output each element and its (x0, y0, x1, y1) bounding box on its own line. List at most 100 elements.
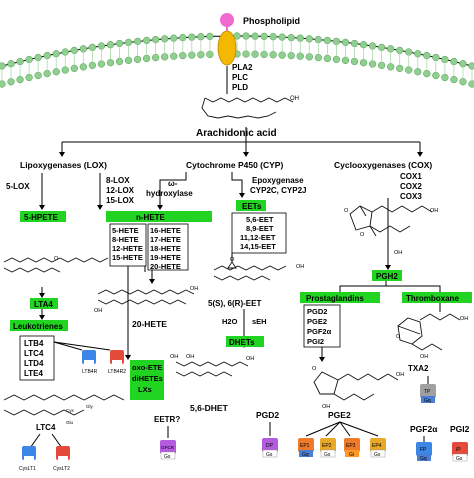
membrane-bead-top (188, 33, 196, 41)
membrane-bead-top (97, 42, 106, 50)
pg-structure: O OH OH (312, 366, 404, 410)
membrane-bead-top (0, 62, 6, 70)
ip-receptor: IP Gs (452, 442, 468, 462)
svg-text:PGI2: PGI2 (307, 337, 324, 346)
lta4-label: LTA4 (34, 300, 53, 309)
membrane-bead-top (278, 33, 286, 41)
svg-text:OH: OH (186, 354, 194, 360)
thromboxane-label: Thromboxane (406, 294, 459, 303)
cell-membrane (0, 32, 474, 88)
svg-text:Gs: Gs (456, 456, 463, 462)
lta4-box (30, 298, 58, 309)
membrane-bead-bottom (468, 80, 474, 88)
svg-text:16-HETE: 16-HETE (150, 226, 181, 235)
svg-text:OH: OH (460, 316, 468, 322)
membrane-bead-bottom (88, 61, 97, 70)
svg-text:DP: DP (266, 443, 274, 449)
cox2-label: COX2 (400, 182, 422, 191)
leukotrienes-box (10, 320, 68, 331)
eetr-label: EETR? (154, 415, 180, 424)
ep2-receptor: EP2 Gs (320, 438, 336, 458)
svg-text:O: O (54, 256, 59, 262)
ep4-receptor: EP4 Gs (370, 438, 386, 458)
membrane-bead-bottom (405, 66, 413, 74)
ep3-receptor: EP3 Gi (344, 438, 360, 458)
svg-text:O: O (396, 334, 401, 340)
membrane-bead-bottom (441, 73, 449, 82)
membrane-bead-top (387, 45, 395, 53)
membrane-bead-top (115, 39, 124, 48)
membrane-bead-top (305, 35, 313, 43)
membrane-bead-top (242, 32, 250, 40)
membrane-bead-top (414, 50, 422, 58)
ltc4-structure: Cys Gly Glu (3, 394, 125, 425)
svg-text:PGF2α: PGF2α (307, 327, 332, 336)
pgf2a-label: PGF2α (410, 424, 438, 434)
arachidonic-acid-structure: OH (201, 96, 299, 119)
ltc4-label: LTC4 (36, 423, 56, 432)
dp-receptor: DP Gs (262, 438, 278, 458)
membrane-bead-top (359, 41, 368, 49)
membrane-bead-top (170, 34, 178, 42)
txa2-structure: O OH OH (396, 313, 468, 360)
membrane-bead-bottom (350, 57, 359, 66)
membrane-bead-top (16, 57, 24, 66)
membrane-bead-bottom (450, 75, 458, 84)
svg-text:O: O (344, 208, 349, 214)
branch-lines (61, 138, 421, 152)
svg-text:EP3: EP3 (346, 443, 356, 449)
membrane-bead-bottom (242, 50, 250, 58)
membrane-bead-top (34, 53, 42, 62)
membrane-bead-top (423, 51, 431, 60)
svg-text:TP: TP (424, 389, 431, 395)
thromboxane-box (402, 292, 472, 303)
membrane-bead-top (142, 36, 151, 45)
svg-text:CysLT1: CysLT1 (19, 466, 36, 472)
svg-text:Gi: Gi (349, 452, 354, 458)
membrane-bead-bottom (124, 56, 133, 65)
membrane-bead-bottom (296, 52, 304, 60)
membrane-bead-top (25, 55, 33, 64)
membrane-bead-top (405, 48, 413, 56)
hete20-structure: OH OH (94, 286, 198, 314)
hpete-box (20, 211, 66, 222)
membrane-bead-top (450, 57, 458, 66)
svg-text:OH: OH (94, 308, 102, 314)
svg-text:EP1: EP1 (300, 443, 310, 449)
svg-text:FP: FP (420, 447, 427, 453)
txa2-label: TXA2 (408, 364, 429, 373)
pgi2-label: PGI2 (450, 424, 470, 434)
lox-5-label: 5-LOX (6, 182, 30, 191)
lox-8-label: 8-LOX (106, 176, 130, 185)
svg-text:oxo-ETE: oxo-ETE (132, 363, 162, 372)
membrane-bead-bottom (368, 60, 377, 68)
membrane-bead-top (459, 60, 467, 68)
pge2-label: PGE2 (328, 410, 351, 420)
svg-text:OH: OH (430, 208, 438, 214)
membrane-bead-bottom (179, 51, 187, 60)
svg-text:O: O (312, 366, 317, 372)
svg-text:15-HETE: 15-HETE (112, 253, 143, 262)
svg-text:diHETEs: diHETEs (132, 374, 163, 383)
cyp-title: Cytochrome P450 (CYP) (186, 160, 283, 170)
svg-text:PGE2: PGE2 (307, 317, 327, 326)
svg-text:Gly: Gly (86, 404, 94, 409)
cox1-label: COX1 (400, 172, 422, 181)
eet56-label: 5(S), 6(R)-EET (208, 299, 261, 308)
svg-text:12-HETE: 12-HETE (112, 244, 143, 253)
membrane-bead-bottom (387, 63, 395, 71)
hydroxylase-line-1: ω- (168, 179, 178, 188)
svg-text:17-HETE: 17-HETE (150, 235, 181, 244)
pgd2-label: PGD2 (256, 410, 279, 420)
membrane-bead-bottom (341, 56, 350, 65)
membrane-bead-top (61, 48, 69, 56)
membrane-bead-bottom (423, 69, 431, 78)
membrane-bead-bottom (251, 50, 259, 58)
ltb4r-receptor: LTB4R (82, 350, 98, 375)
lox-15-label: 15-LOX (106, 196, 135, 205)
svg-text:PGD2: PGD2 (307, 307, 327, 316)
svg-text:19-HETE: 19-HETE (150, 253, 181, 262)
svg-text:Gq: Gq (424, 398, 431, 404)
membrane-bead-bottom (79, 63, 87, 71)
membrane-channel (217, 13, 237, 66)
